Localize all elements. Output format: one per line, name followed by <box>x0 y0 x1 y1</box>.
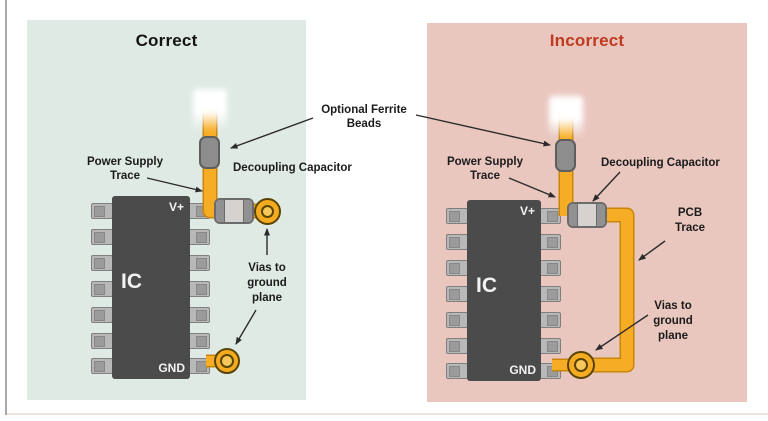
ic-pin <box>188 333 210 349</box>
capacitor-end-cap <box>569 204 578 226</box>
vplus-pin-label: V+ <box>519 204 535 218</box>
ic-pin <box>91 333 113 349</box>
ic-pin <box>539 338 561 354</box>
ic-pin <box>188 281 210 297</box>
ic-chip-incorrect: V+ IC GND <box>467 200 541 381</box>
ic-pin <box>446 363 468 379</box>
bottom-edge-rule <box>7 413 768 415</box>
capacitor-end-cap <box>216 200 225 222</box>
vias-to-ground-label: Vias to ground plane <box>653 300 693 342</box>
ic-pin <box>188 255 210 271</box>
ic-pin-gnd <box>539 363 561 379</box>
ic-pin <box>539 312 561 328</box>
ic-chip-correct: V+ IC GND <box>112 196 190 379</box>
ic-label: IC <box>476 274 497 297</box>
ic-pin <box>539 260 561 276</box>
capacitor-body <box>578 204 596 226</box>
ic-pin <box>91 203 113 219</box>
ferrite-bead <box>555 139 576 172</box>
ic-pin <box>91 281 113 297</box>
via-ground <box>567 351 595 379</box>
ic-pin <box>446 234 468 250</box>
ferrite-bead <box>199 136 220 169</box>
left-edge-rule <box>5 0 7 415</box>
ic-pin <box>91 358 113 374</box>
ic-pin-gnd <box>188 358 210 374</box>
ic-pin <box>91 307 113 323</box>
decoupling-capacitor-label: Decoupling Capacitor <box>233 162 352 174</box>
ic-pin <box>446 312 468 328</box>
vplus-pin-label: V+ <box>168 200 184 214</box>
ic-pin <box>91 255 113 271</box>
decoupling-capacitor-shape <box>214 198 254 224</box>
via-power <box>254 198 281 225</box>
power-supply-trace-label: Power Supply Trace <box>446 156 524 182</box>
via-hole <box>574 358 588 372</box>
decoupling-capacitor-label: Decoupling Capacitor <box>601 157 720 169</box>
trace-fade-glow <box>193 89 227 131</box>
ic-pin-vplus <box>539 208 561 224</box>
ic-pin <box>446 208 468 224</box>
ic-pin <box>188 229 210 245</box>
via-hole <box>220 354 234 368</box>
optional-ferrite-beads-label: Optional Ferrite Beads <box>321 104 407 130</box>
vias-to-ground-label: Vias to ground plane <box>247 262 287 304</box>
gnd-pin-label: GND <box>509 363 536 377</box>
ic-pin <box>188 307 210 323</box>
gnd-pin-label: GND <box>158 361 185 375</box>
via-hole <box>261 205 274 218</box>
ic-pin <box>446 286 468 302</box>
incorrect-title: Incorrect <box>549 31 625 50</box>
capacitor-end-cap <box>243 200 252 222</box>
ic-pin <box>446 338 468 354</box>
ic-pin <box>446 260 468 276</box>
correct-title: Correct <box>135 31 198 50</box>
via-ground <box>214 348 240 374</box>
ic-label: IC <box>121 270 142 293</box>
ic-pin <box>539 286 561 302</box>
capacitor-body <box>225 200 243 222</box>
ic-pin-vplus <box>188 203 210 219</box>
capacitor-end-cap <box>596 204 605 226</box>
power-supply-trace-label: Power Supply Trace <box>86 156 164 182</box>
ic-pin <box>91 229 113 245</box>
pcb-trace-label: PCB Trace <box>674 207 706 234</box>
trace-fade-glow <box>549 96 583 138</box>
ic-pin <box>539 234 561 250</box>
decoupling-capacitor-shape <box>567 202 607 228</box>
